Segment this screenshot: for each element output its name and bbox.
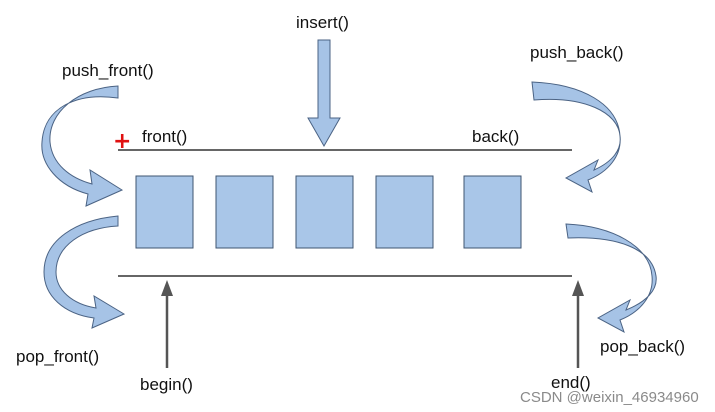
element-box <box>295 175 354 249</box>
element-boxes <box>135 175 522 249</box>
push-front-arrow <box>41 85 124 207</box>
label-insert: insert() <box>296 13 349 32</box>
label-pop-back: pop_back() <box>600 337 685 356</box>
insert-arrow <box>307 39 341 148</box>
red-plus-cursor-icon: + <box>113 129 131 154</box>
label-end: end() <box>551 373 591 392</box>
end-arrow <box>572 280 584 368</box>
element-box <box>375 175 434 249</box>
element-box <box>135 175 194 249</box>
label-back: back() <box>472 127 519 146</box>
pop-back-arrow <box>565 223 657 334</box>
label-push-front: push_front() <box>62 61 154 80</box>
label-pop-front: pop_front() <box>16 347 99 366</box>
begin-arrow <box>161 280 173 368</box>
push-back-arrow <box>531 81 621 194</box>
pop-front-arrow <box>43 215 126 329</box>
watermark-text: CSDN @weixin_46934960 <box>520 389 699 406</box>
label-begin: begin() <box>140 375 193 394</box>
label-front: front() <box>142 127 187 146</box>
element-box <box>463 175 522 249</box>
label-push-back: push_back() <box>530 43 624 62</box>
element-box <box>215 175 274 249</box>
